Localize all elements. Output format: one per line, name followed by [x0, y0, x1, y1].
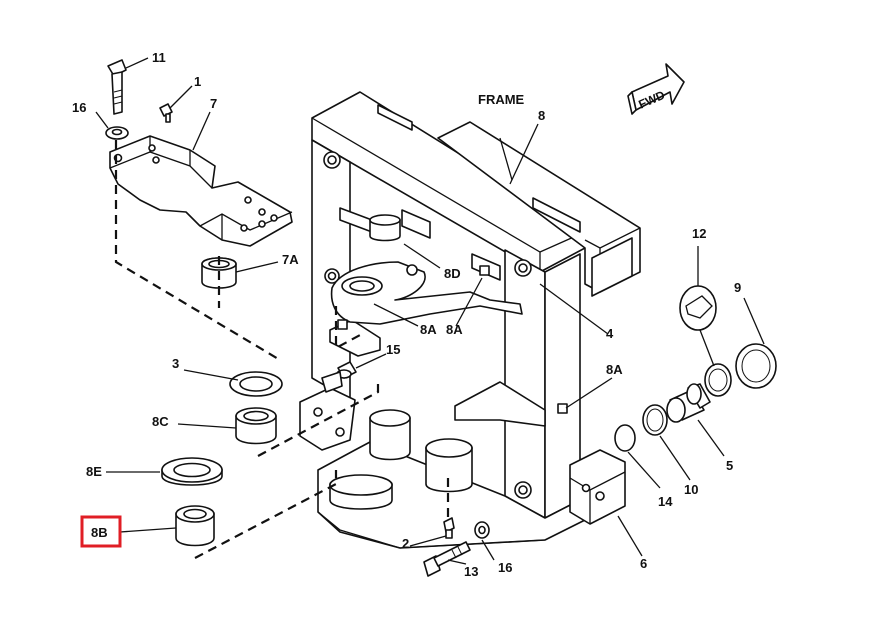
label-13: 13: [464, 564, 478, 579]
bracket-7: [109, 135, 293, 247]
highlight-box-8b: [80, 515, 122, 548]
label-16-bottom: 16: [498, 560, 512, 575]
label-8c: 8C: [152, 414, 169, 429]
washer-8e: [161, 457, 223, 486]
fitting-2: [443, 517, 455, 539]
label-14: 14: [658, 494, 673, 509]
label-6: 6: [640, 556, 647, 571]
label-12: 12: [692, 226, 706, 241]
bolt-13: [423, 541, 471, 577]
label-8b: 8B: [91, 525, 108, 540]
label-11: 11: [152, 50, 166, 65]
label-16-top: 16: [72, 100, 86, 115]
label-8: 8: [538, 108, 545, 123]
o-ring-14: [614, 424, 636, 452]
bushing-8c: [235, 407, 277, 445]
upper-link-arm: [330, 261, 523, 325]
label-8a-3: 8A: [606, 362, 623, 377]
label-8a-2: 8A: [446, 322, 463, 337]
frame-bolt-holes: [323, 151, 532, 499]
label-8e: 8E: [86, 464, 102, 479]
bolt-11: [107, 59, 127, 115]
label-15: 15: [386, 342, 400, 357]
fwd-arrow: FWD: [627, 63, 685, 115]
label-3: 3: [172, 356, 179, 371]
label-2: 2: [402, 536, 409, 551]
ring-9: [735, 343, 777, 389]
washer-3: [229, 371, 283, 397]
label-8d: 8D: [444, 266, 461, 281]
label-frame: FRAME: [478, 92, 525, 107]
label-8a-1: 8A: [420, 322, 437, 337]
seal-12: [679, 285, 717, 331]
label-4: 4: [606, 326, 614, 341]
fitting-15: [321, 361, 357, 393]
main-frame: [299, 91, 641, 549]
label-5: 5: [726, 458, 733, 473]
assembly-lines: [114, 140, 450, 559]
pin-5: [666, 383, 711, 423]
label-9: 9: [734, 280, 741, 295]
label-1: 1: [194, 74, 201, 89]
label-7a: 7A: [282, 252, 299, 267]
leader-lines: [95, 57, 765, 565]
part-labels: 11 1 16 7 7A 3 8C 8E 8B FRAME 8 8D 8A 8A…: [72, 50, 741, 579]
bushing-8b: [175, 505, 215, 547]
label-7: 7: [210, 96, 217, 111]
label-10: 10: [684, 482, 698, 497]
frame-right-upright: [504, 249, 546, 519]
